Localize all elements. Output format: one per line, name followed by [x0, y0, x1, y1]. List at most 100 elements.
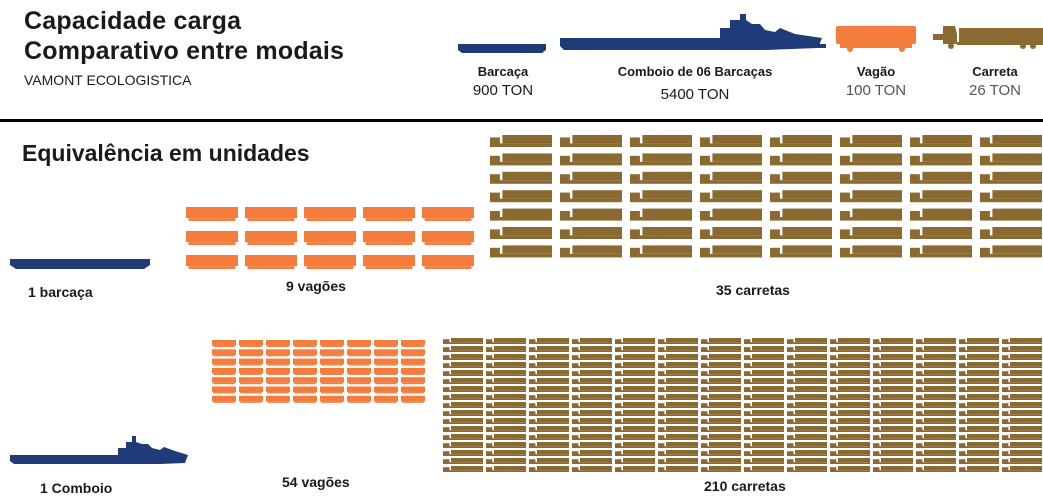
truck-icon [490, 190, 552, 203]
wagon-icon [293, 395, 317, 403]
truck-icon [873, 338, 913, 344]
row1-trucks-label: 35 carretas [716, 282, 790, 298]
truck-icon [787, 442, 827, 448]
truck-icon [744, 442, 784, 448]
truck-icon [916, 466, 956, 472]
truck-icon [744, 362, 784, 368]
legend-barge-value: 900 TON [472, 82, 534, 99]
wagon-icon [347, 340, 371, 347]
truck-icon [873, 442, 913, 448]
truck-icon [700, 171, 762, 184]
legend-wagon-value: 100 TON [845, 82, 907, 99]
wagon-icon [374, 340, 398, 347]
truck-icon [529, 394, 569, 400]
wagon-icon [266, 358, 290, 366]
truck-icon [744, 378, 784, 384]
truck-icon [701, 378, 741, 384]
truck-icon [701, 386, 741, 392]
wagon-icon [266, 367, 290, 375]
truck-icon [529, 338, 569, 344]
truck-icon [916, 354, 956, 360]
truck-icon [630, 135, 692, 147]
truck-icon [770, 135, 832, 147]
truck-icon [840, 153, 902, 166]
truck-icon [910, 227, 972, 239]
truck-icon [830, 338, 870, 344]
row2-convoy-label: 1 Comboio [40, 480, 113, 496]
truck-icon [980, 171, 1042, 184]
wagon-icon [186, 207, 238, 221]
truck-icon [572, 426, 612, 432]
truck-icon [615, 394, 655, 400]
wagon-icon [293, 367, 317, 375]
wagon-icon [401, 367, 425, 375]
truck-icon [787, 338, 827, 344]
wagon-icon [320, 358, 344, 366]
truck-icon [630, 227, 692, 239]
wagon-icon [347, 358, 371, 366]
truck-icon [658, 378, 698, 384]
wagon-icon [347, 377, 371, 385]
truck-icon [486, 410, 526, 416]
truck-icon [770, 208, 832, 221]
truck-icon [701, 362, 741, 368]
wagon-icon [401, 340, 425, 347]
truck-icon [486, 442, 526, 448]
title-line-1: Capacidade carga [24, 7, 242, 35]
truck-icon [443, 442, 483, 448]
truck-icon [658, 442, 698, 448]
truck-icon [572, 354, 612, 360]
truck-icon [615, 450, 655, 456]
truck-icon [560, 171, 622, 184]
truck-icon [916, 450, 956, 456]
truck-icon [959, 386, 999, 392]
truck-icon [529, 370, 569, 376]
truck-icon [873, 458, 913, 464]
wagon-icon [363, 231, 415, 245]
section-title: Equivalência em unidades [22, 140, 310, 166]
truck-icon [959, 434, 999, 440]
truck-icon [1002, 466, 1042, 472]
wagon-icon [212, 358, 236, 366]
wagon-icon [266, 377, 290, 385]
truck-icon [830, 370, 870, 376]
truck-icon [658, 346, 698, 352]
wagon-icon [239, 358, 263, 366]
truck-icon [490, 153, 552, 166]
truck-icon [787, 458, 827, 464]
truck-icon [701, 426, 741, 432]
truck-icon [572, 346, 612, 352]
truck-icon [787, 394, 827, 400]
truck-icon [658, 370, 698, 376]
truck-icon [529, 346, 569, 352]
truck-icon [572, 450, 612, 456]
truck-icon [443, 362, 483, 368]
truck-icon [572, 458, 612, 464]
truck-icon [830, 434, 870, 440]
truck-icon [873, 370, 913, 376]
truck-icon [980, 208, 1042, 221]
truck-icon [529, 434, 569, 440]
wagon-icon [374, 358, 398, 366]
truck-icon [701, 346, 741, 352]
wagon-icon [320, 349, 344, 357]
wagon-icon [266, 395, 290, 403]
truck-icon [572, 378, 612, 384]
truck-icon [959, 442, 999, 448]
truck-icon [916, 362, 956, 368]
truck-icon [658, 410, 698, 416]
truck-icon [959, 362, 999, 368]
wagon-icon [304, 207, 356, 221]
truck-icon [658, 386, 698, 392]
truck-icon [615, 434, 655, 440]
truck-icon [701, 370, 741, 376]
truck-icon [873, 378, 913, 384]
wagon-icon [239, 349, 263, 357]
truck-icon [787, 466, 827, 472]
truck-icon [615, 418, 655, 424]
truck-icon [486, 354, 526, 360]
truck-icon [873, 362, 913, 368]
wagon-icon [347, 349, 371, 357]
truck-icon [630, 208, 692, 221]
truck-icon [615, 458, 655, 464]
